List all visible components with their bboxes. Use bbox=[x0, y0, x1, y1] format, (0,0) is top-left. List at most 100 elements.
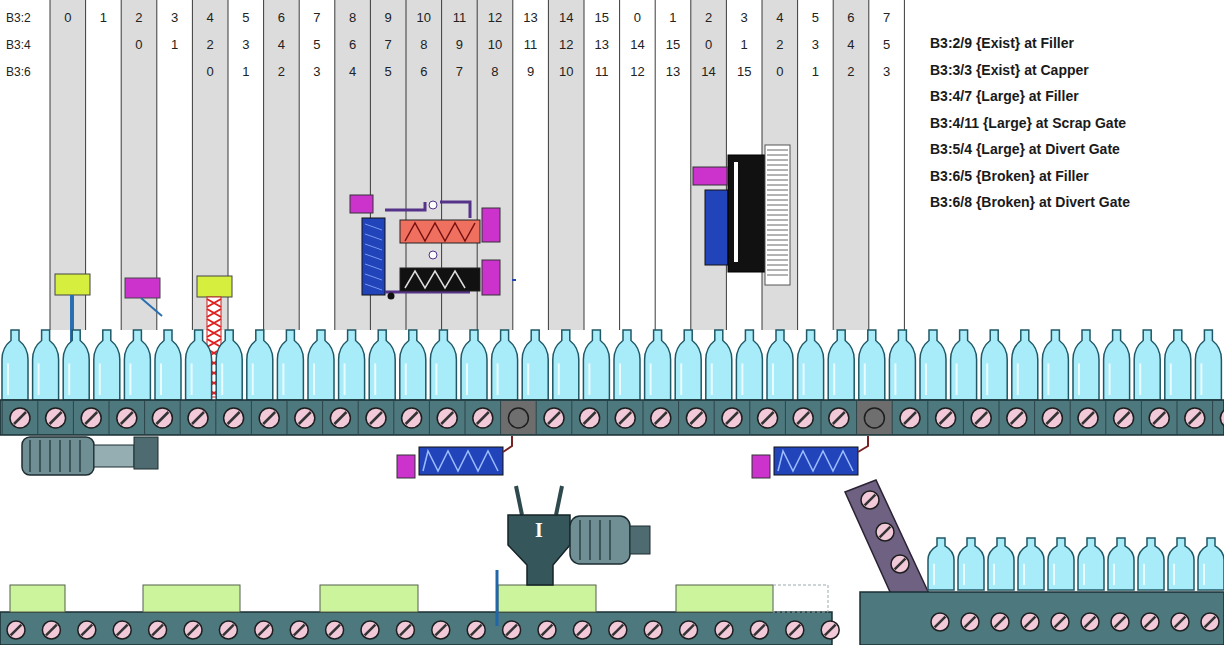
label-roll-line bbox=[767, 160, 788, 161]
bit-column bbox=[869, 0, 905, 330]
roller-slash bbox=[156, 412, 168, 424]
bottle-highlight bbox=[435, 363, 437, 395]
pivot bbox=[429, 201, 437, 209]
conveyor-divider bbox=[2, 401, 3, 434]
label-roll-line bbox=[767, 250, 788, 251]
roller bbox=[1141, 613, 1159, 631]
bit-number: 5 bbox=[798, 10, 834, 26]
bit-number: 5 bbox=[370, 64, 406, 80]
roller-slash bbox=[1118, 412, 1130, 424]
bottle bbox=[63, 330, 89, 400]
hopper-body bbox=[508, 515, 570, 585]
column-divider bbox=[619, 0, 620, 330]
roller bbox=[1111, 613, 1129, 631]
capper-texture bbox=[365, 254, 382, 260]
bottle-highlight bbox=[680, 363, 682, 395]
conveyor-divider bbox=[180, 401, 181, 434]
roller-slash bbox=[619, 412, 631, 424]
bottle bbox=[339, 330, 365, 400]
bottle-highlight bbox=[1203, 564, 1205, 585]
bottle-highlight bbox=[933, 564, 935, 585]
actuator-block bbox=[752, 455, 770, 478]
column-divider bbox=[299, 0, 300, 330]
fill-liquid bbox=[207, 309, 221, 317]
bottle-highlight bbox=[741, 363, 743, 395]
roller bbox=[290, 621, 308, 639]
bottle bbox=[2, 330, 28, 400]
fill-liquid bbox=[207, 299, 221, 307]
actuator-block bbox=[482, 260, 500, 295]
bottle bbox=[1198, 538, 1224, 590]
roller bbox=[402, 408, 422, 428]
roller bbox=[1007, 408, 1027, 428]
conveyor-divider bbox=[393, 401, 394, 434]
carton bbox=[498, 585, 596, 612]
bit-number: 1 bbox=[655, 10, 691, 26]
roller bbox=[722, 408, 742, 428]
bottle bbox=[889, 330, 915, 400]
bit-column bbox=[228, 0, 264, 330]
roller-slash bbox=[797, 412, 809, 424]
roller bbox=[609, 621, 627, 639]
capper-texture bbox=[365, 244, 382, 250]
conveyor-divider bbox=[1177, 401, 1178, 434]
bit-number: 10 bbox=[406, 10, 442, 26]
roller bbox=[117, 408, 137, 428]
bit-column bbox=[584, 0, 620, 330]
conveyor-divider bbox=[678, 401, 679, 434]
roller-slash bbox=[648, 625, 659, 636]
label-roll-line bbox=[767, 165, 788, 166]
roller bbox=[224, 408, 244, 428]
bottle-highlight bbox=[68, 363, 70, 395]
label-roll-line bbox=[767, 210, 788, 211]
roller bbox=[961, 613, 979, 631]
motor-coupling bbox=[94, 445, 134, 467]
roller bbox=[573, 621, 591, 639]
conveyor-divider bbox=[1034, 401, 1035, 434]
conveyor-divider bbox=[1105, 401, 1106, 434]
bit-number: 0 bbox=[691, 37, 727, 53]
roller-slash bbox=[365, 625, 376, 636]
roller-slash bbox=[865, 495, 876, 506]
capper-texture bbox=[365, 234, 382, 240]
conveyor-divider bbox=[358, 401, 359, 434]
sensor-head bbox=[125, 278, 160, 298]
roller-slash bbox=[719, 625, 730, 636]
roller bbox=[184, 621, 202, 639]
bit-column bbox=[548, 0, 584, 330]
bit-column bbox=[798, 0, 834, 330]
bit-number: 6 bbox=[406, 64, 442, 80]
conveyor-divider bbox=[892, 401, 893, 434]
motor-fin bbox=[29, 440, 31, 472]
roller-slash bbox=[192, 412, 204, 424]
bit-number: 2 bbox=[192, 37, 228, 53]
conveyor-divider bbox=[73, 401, 74, 434]
status-line: B3:4/7 {Large} at Filler bbox=[930, 87, 1079, 105]
bit-number: 12 bbox=[477, 10, 513, 26]
roller bbox=[891, 555, 909, 573]
roller bbox=[991, 613, 1009, 631]
conveyor-divider bbox=[465, 401, 466, 434]
bottle-highlight bbox=[1083, 564, 1085, 585]
bottle bbox=[1012, 330, 1038, 400]
actuator-block bbox=[350, 195, 373, 213]
conveyor-divider bbox=[500, 401, 501, 434]
fill-liquid bbox=[207, 339, 221, 347]
bottle bbox=[675, 330, 701, 400]
roller bbox=[295, 408, 315, 428]
bottle-highlight bbox=[344, 363, 346, 395]
register-name: B3:2 bbox=[6, 10, 31, 26]
conveyor-divider bbox=[571, 401, 572, 434]
bit-column bbox=[299, 0, 335, 330]
bit-number: 7 bbox=[370, 37, 406, 53]
bit-number: 13 bbox=[584, 37, 620, 53]
bottle bbox=[988, 538, 1014, 590]
roller-slash bbox=[370, 412, 382, 424]
bottle bbox=[645, 330, 671, 400]
bottle-highlight bbox=[963, 564, 965, 585]
motor-fin bbox=[69, 440, 71, 472]
bottle-highlight bbox=[803, 363, 805, 395]
bottle bbox=[583, 330, 609, 400]
bottle-highlight bbox=[956, 363, 958, 395]
roller-slash bbox=[1189, 412, 1201, 424]
